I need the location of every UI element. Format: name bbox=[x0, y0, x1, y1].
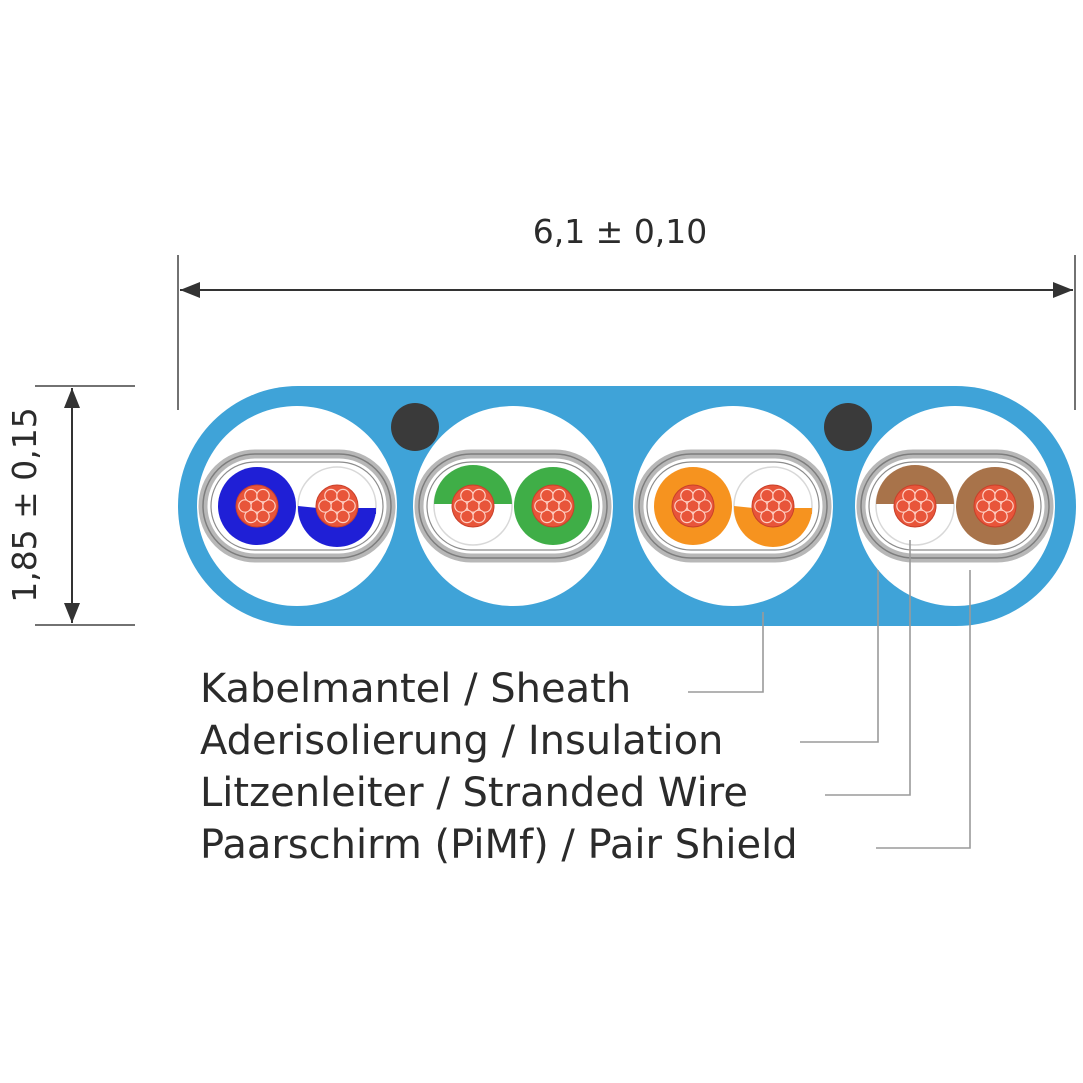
leader-sheath bbox=[688, 612, 764, 693]
pair-orange-left-stranded-conductor bbox=[671, 484, 715, 528]
pair-blue-right-stranded-conductor bbox=[315, 484, 359, 528]
drain-wire-right bbox=[824, 403, 872, 451]
drain-wire-left bbox=[391, 403, 439, 451]
height-dimension-label: 1,85 ± 0,15 bbox=[5, 407, 44, 603]
pair-orange bbox=[633, 406, 833, 606]
leader-stranded-wire bbox=[825, 540, 911, 796]
leader-insulation bbox=[800, 570, 879, 743]
height-dimension: 1,85 ± 0,15 bbox=[5, 385, 135, 626]
pair-orange-right-stranded-conductor bbox=[751, 484, 795, 528]
label-sheath: Kabelmantel / Sheath bbox=[200, 666, 631, 712]
leader-pair-shield bbox=[876, 570, 971, 849]
label-stranded-wire: Litzenleiter / Stranded Wire bbox=[200, 770, 748, 816]
twisted-pairs bbox=[197, 406, 1055, 606]
label-pair-shield: Paarschirm (PiMf) / Pair Shield bbox=[200, 822, 798, 868]
pair-green-left-stranded-conductor bbox=[451, 484, 495, 528]
label-insulation: Aderisolierung / Insulation bbox=[200, 718, 723, 764]
pair-blue-left-stranded-conductor bbox=[235, 484, 279, 528]
pair-green bbox=[413, 406, 613, 606]
pair-brown-right-stranded-conductor bbox=[973, 484, 1017, 528]
pair-brown-left-stranded-conductor bbox=[893, 484, 937, 528]
width-dimension-label: 6,1 ± 0,10 bbox=[533, 212, 708, 251]
leader-lines bbox=[688, 540, 971, 849]
pair-blue bbox=[197, 406, 397, 606]
pair-brown bbox=[855, 406, 1055, 606]
width-dimension: 6,1 ± 0,10 bbox=[177, 212, 1076, 410]
pair-green-right-stranded-conductor bbox=[531, 484, 575, 528]
